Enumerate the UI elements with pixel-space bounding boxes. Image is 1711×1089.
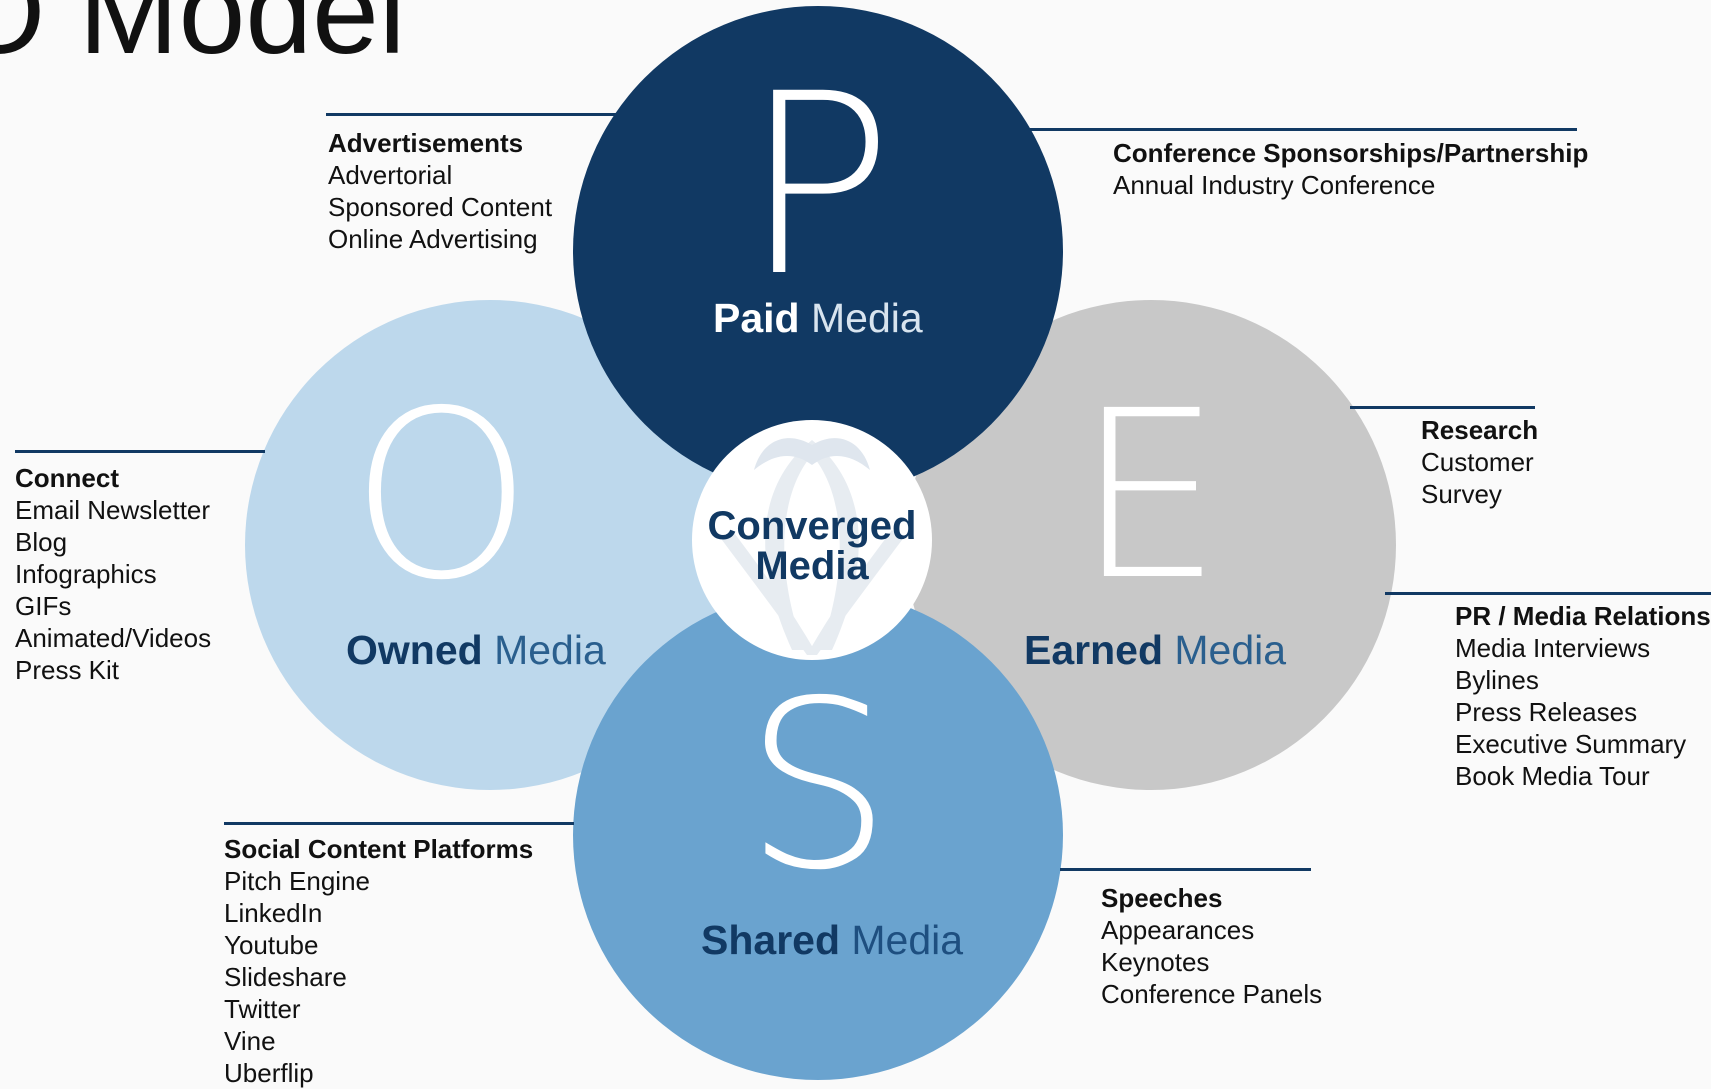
speeches-block: Speeches Appearances Keynotes Conference… <box>1101 882 1322 1010</box>
list-item: Slideshare <box>224 962 347 992</box>
list-item: Survey <box>1421 479 1502 509</box>
connect-rule <box>15 450 265 453</box>
earned-label-light: Media <box>1174 627 1287 673</box>
pr-heading: PR / Media Relations <box>1455 601 1711 631</box>
connect-heading: Connect <box>15 463 119 493</box>
list-item: Press Kit <box>15 655 120 685</box>
list-item: Annual Industry Conference <box>1113 170 1436 200</box>
social-rule <box>224 822 574 825</box>
paid-media-label: Paid Media <box>713 298 923 339</box>
research-block: Research Customer Survey <box>1421 414 1538 510</box>
earned-letter: E <box>1075 361 1223 631</box>
list-item: Conference Panels <box>1101 979 1323 1009</box>
shared-media-circle: S Shared Media <box>573 590 1063 1080</box>
list-item: Customer <box>1421 447 1534 477</box>
converged-line1: Converged <box>707 504 917 548</box>
research-rule <box>1350 406 1535 409</box>
list-item: Media Interviews <box>1455 633 1651 663</box>
list-item: Infographics <box>15 559 157 589</box>
list-item: Twitter <box>224 994 301 1024</box>
list-item: Bylines <box>1455 665 1539 695</box>
paid-media-circle: P Paid Media <box>573 6 1063 496</box>
conference-block: Conference Sponsorships/Partnership Annu… <box>1113 137 1588 201</box>
shared-letter: S <box>744 651 892 921</box>
advertisements-rule <box>326 113 616 116</box>
list-item: Pitch Engine <box>224 866 370 896</box>
list-item: Executive Summary <box>1455 729 1687 759</box>
list-item: Press Releases <box>1455 697 1638 727</box>
earned-label-bold: Earned <box>1024 627 1163 673</box>
owned-label-light: Media <box>494 627 606 673</box>
paid-letter: P <box>742 40 894 331</box>
list-item: Youtube <box>224 930 319 960</box>
list-item: Keynotes <box>1101 947 1210 977</box>
pr-block: PR / Media Relations Media Interviews By… <box>1455 600 1711 792</box>
list-item: Animated/Videos <box>15 623 212 653</box>
list-item: Email Newsletter <box>15 495 211 525</box>
conference-rule <box>1030 128 1577 131</box>
list-item: GIFs <box>15 591 72 621</box>
earned-media-label: Earned Media <box>1024 630 1286 671</box>
list-item: Blog <box>15 527 68 557</box>
list-item: Advertorial <box>328 160 453 190</box>
connect-block: Connect Email Newsletter Blog Infographi… <box>15 462 211 686</box>
list-item: Sponsored Content <box>328 192 553 222</box>
owned-letter: O <box>350 361 533 631</box>
list-item: Book Media Tour <box>1455 761 1650 791</box>
list-item: Online Advertising <box>328 224 538 254</box>
paid-label-light: Media <box>811 295 923 341</box>
list-item: Appearances <box>1101 915 1255 945</box>
shared-label-bold: Shared <box>701 917 840 963</box>
advertisements-block: Advertisements Advertorial Sponsored Con… <box>328 127 552 255</box>
converged-decoration <box>722 438 902 655</box>
owned-media-label: Owned Media <box>346 630 606 671</box>
research-heading: Research <box>1421 415 1539 445</box>
pr-rule <box>1385 592 1711 595</box>
converged-media-label: Converged Media <box>692 506 932 586</box>
conference-heading: Conference Sponsorships/Partnership <box>1113 138 1589 168</box>
speeches-rule <box>1060 868 1311 871</box>
social-heading: Social Content Platforms <box>224 834 534 864</box>
speeches-heading: Speeches <box>1101 883 1223 913</box>
list-item: Vine <box>224 1026 276 1056</box>
list-item: Uberflip <box>224 1058 314 1088</box>
paid-label-bold: Paid <box>713 295 800 341</box>
shared-label-light: Media <box>851 917 964 963</box>
social-block: Social Content Platforms Pitch Engine Li… <box>224 833 533 1089</box>
page-title: O Model <box>0 0 406 79</box>
shared-media-label: Shared Media <box>701 920 963 961</box>
list-item: LinkedIn <box>224 898 323 928</box>
advertisements-heading: Advertisements <box>328 128 524 158</box>
owned-label-bold: Owned <box>346 627 483 673</box>
converged-line2: Media <box>755 544 869 588</box>
converged-media-circle: Converged Media <box>692 420 932 660</box>
